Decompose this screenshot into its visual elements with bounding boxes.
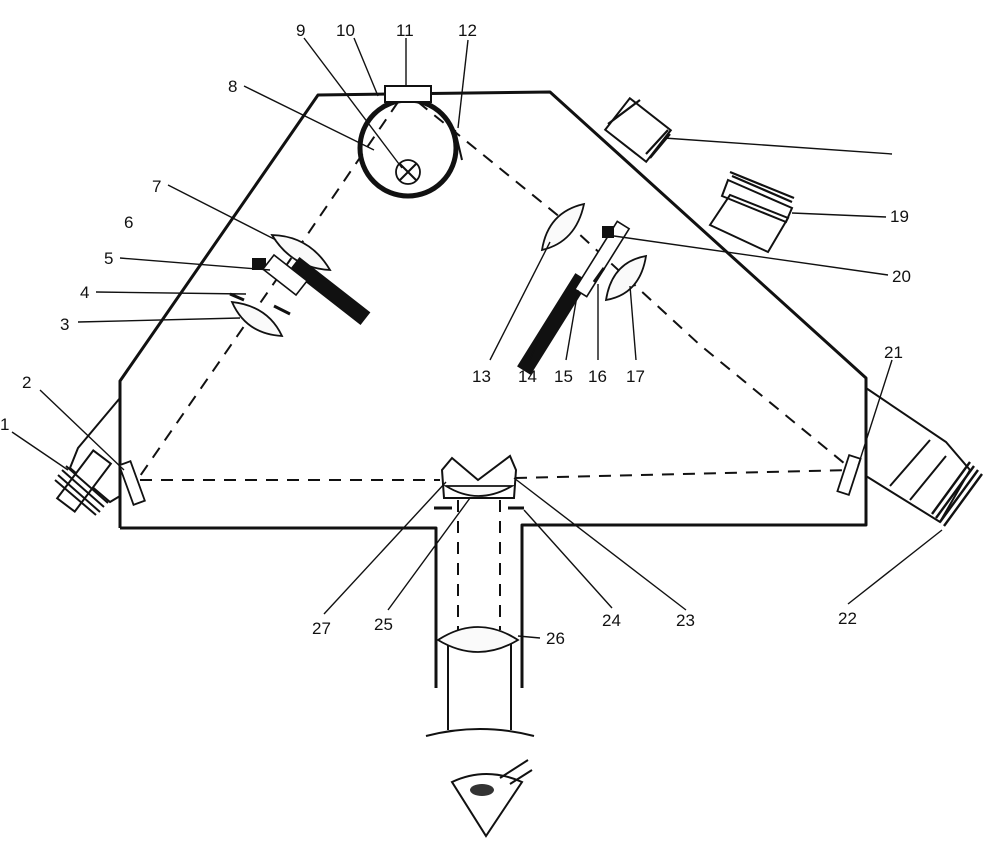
label-7: 7 xyxy=(152,177,161,196)
label-17: 17 xyxy=(626,367,645,386)
upper-knob xyxy=(603,96,893,164)
left-mirror-2 xyxy=(118,460,146,506)
slit-bar-5 xyxy=(289,256,371,326)
lens-7 xyxy=(270,234,332,271)
knob-19 xyxy=(708,170,795,254)
label-19: 19 xyxy=(890,207,909,226)
label-14: 14 xyxy=(518,367,537,386)
label-26: 26 xyxy=(546,629,565,648)
prism-23 xyxy=(440,454,518,499)
lamp-cap-11 xyxy=(384,85,432,103)
label-20: 20 xyxy=(892,267,911,286)
label-21: 21 xyxy=(884,343,903,362)
prism-12 xyxy=(454,129,463,161)
label-3: 3 xyxy=(60,315,69,334)
label-23: 23 xyxy=(676,611,695,630)
lens-13 xyxy=(540,202,586,252)
left-eyepiece xyxy=(54,397,121,516)
diaphragm-4b xyxy=(273,304,291,316)
eye-arc xyxy=(425,728,535,737)
label-13: 13 xyxy=(472,367,491,386)
label-25: 25 xyxy=(374,615,393,634)
label-22: 22 xyxy=(838,609,857,628)
label-6: 6 xyxy=(124,213,133,232)
slit-block-6 xyxy=(252,258,266,270)
plate-14 xyxy=(517,273,589,375)
label-9: 9 xyxy=(296,21,305,40)
leader-lines xyxy=(11,37,943,639)
label-2: 2 xyxy=(22,373,31,392)
label-8: 8 xyxy=(228,77,237,96)
label-27: 27 xyxy=(312,619,331,638)
label-24: 24 xyxy=(602,611,621,630)
label-5: 5 xyxy=(104,249,113,268)
label-10: 10 xyxy=(336,21,355,40)
label-12: 12 xyxy=(458,21,477,40)
right-mirror-21 xyxy=(836,453,862,497)
instrument-housing xyxy=(118,90,868,688)
label-1: 1 xyxy=(0,415,9,434)
eye-icon xyxy=(450,759,533,838)
lens-26 xyxy=(436,626,520,653)
lens-25 xyxy=(442,485,516,497)
right-eyepiece xyxy=(865,387,983,527)
label-16: 16 xyxy=(588,367,607,386)
block-20 xyxy=(602,226,614,238)
ray-left xyxy=(139,101,399,477)
label-11: 11 xyxy=(396,21,414,40)
lamp-cross-2 xyxy=(399,163,417,181)
label-4: 4 xyxy=(80,283,89,302)
diaphragm-16 xyxy=(592,267,606,283)
lens-17 xyxy=(604,254,648,302)
labels: 1 2 3 4 5 6 7 8 9 10 11 12 13 14 15 16 1… xyxy=(0,21,911,648)
ray-bottom-right xyxy=(514,469,851,479)
lens-3 xyxy=(230,300,284,337)
label-15: 15 xyxy=(554,367,573,386)
plate-15 xyxy=(573,220,631,298)
slit-plate xyxy=(261,253,309,297)
diaphragm-4a xyxy=(229,292,245,302)
